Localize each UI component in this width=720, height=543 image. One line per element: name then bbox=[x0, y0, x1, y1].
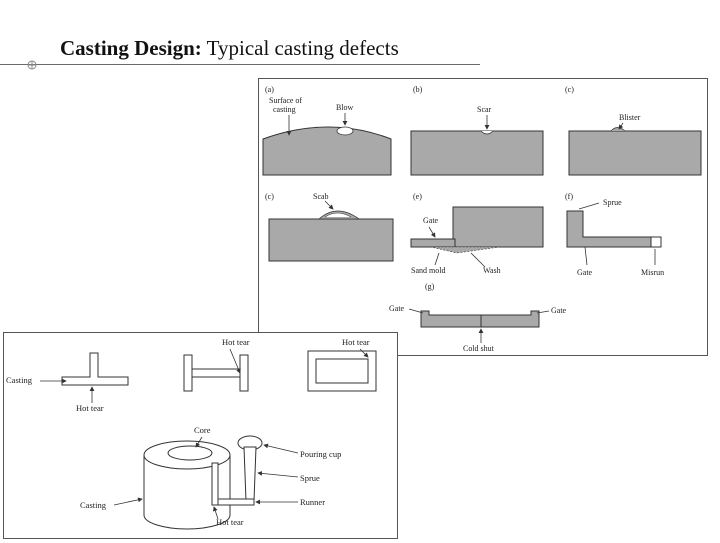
label-core: Core bbox=[194, 425, 211, 435]
panel-c-tag: (c) bbox=[565, 85, 574, 94]
panel-a-tag: (a) bbox=[265, 85, 274, 94]
blow-cavity bbox=[336, 126, 354, 136]
label-casting-a: casting bbox=[273, 105, 296, 114]
label-hot-tear-4: Hot tear bbox=[216, 517, 244, 527]
gate-g-right-pointer bbox=[536, 310, 550, 314]
label-casting-left: Casting bbox=[6, 375, 33, 385]
gate-connector bbox=[211, 462, 219, 506]
title-bold: Casting Design: bbox=[60, 36, 202, 60]
frame-inner bbox=[315, 358, 369, 384]
hot-tear-4-pointer bbox=[212, 506, 219, 520]
gate-e-pointer bbox=[428, 226, 436, 238]
label-scar: Scar bbox=[477, 105, 492, 114]
i-beam-right-flange bbox=[239, 354, 249, 392]
label-gate-g-right: Gate bbox=[551, 306, 567, 315]
label-runner: Runner bbox=[300, 497, 325, 507]
label-pouring-cup: Pouring cup bbox=[300, 449, 341, 459]
defects-figure-top: (a) Surface of casting Blow (b) Scar (c)… bbox=[258, 78, 708, 356]
label-casting-bottom: Casting bbox=[80, 500, 107, 510]
blister-casting-shape bbox=[568, 130, 702, 176]
casting-bottom-pointer bbox=[113, 497, 143, 506]
label-cold-shut: Cold shut bbox=[463, 344, 495, 353]
gate-g-left-pointer bbox=[408, 308, 424, 314]
i-beam-web bbox=[191, 368, 241, 378]
t-junction-casting bbox=[61, 352, 129, 386]
wash-erosion bbox=[430, 246, 500, 254]
sand-mold-pointer bbox=[434, 252, 440, 266]
cylinder-bottom-edge bbox=[143, 514, 231, 530]
label-hot-tear-1: Hot tear bbox=[76, 403, 104, 413]
label-gate-e: Gate bbox=[423, 216, 439, 225]
label-scab: Scab bbox=[313, 192, 329, 201]
core-pointer bbox=[195, 436, 203, 448]
label-hot-tear-2: Hot tear bbox=[222, 337, 250, 347]
label-blister: Blister bbox=[619, 113, 641, 122]
bullet-marker-icon bbox=[27, 60, 37, 70]
runner-shape bbox=[217, 498, 255, 506]
title-underline bbox=[0, 64, 480, 65]
scab-casting-shape bbox=[268, 218, 394, 262]
cold-shut-casting-shape bbox=[420, 310, 540, 328]
i-beam-left-flange bbox=[183, 354, 193, 392]
panel-e-tag: (e) bbox=[413, 192, 422, 201]
wash-gate bbox=[410, 238, 456, 248]
wash-pointer bbox=[470, 252, 486, 268]
label-hot-tear-3: Hot tear bbox=[342, 337, 370, 347]
panel-f-tag: (f) bbox=[565, 192, 573, 201]
core-hole bbox=[167, 445, 213, 461]
scar-notch bbox=[480, 130, 494, 135]
misrun-casting-shape bbox=[566, 210, 652, 248]
wash-casting-shape bbox=[452, 206, 544, 248]
misrun-unfilled bbox=[650, 236, 662, 248]
label-sprue-f: Sprue bbox=[603, 198, 622, 207]
title-rest: Typical casting defects bbox=[201, 36, 399, 60]
sprue-pointer bbox=[257, 471, 299, 478]
hot-tear-figure-bottom-svg: Casting Hot tear Hot tear Hot tear Core … bbox=[6, 337, 377, 530]
label-misrun: Misrun bbox=[641, 268, 664, 277]
label-wash: Wash bbox=[483, 266, 501, 275]
label-sand-mold: Sand mold bbox=[411, 266, 445, 275]
sprue-shape bbox=[243, 446, 257, 502]
label-gate-g-left: Gate bbox=[389, 304, 405, 313]
hot-tear-2-pointer bbox=[229, 348, 241, 374]
panel-d-tag: (c) bbox=[265, 192, 274, 201]
panel-g-tag: (g) bbox=[425, 282, 435, 291]
label-sprue: Sprue bbox=[300, 473, 320, 483]
label-blow: Blow bbox=[336, 103, 354, 112]
panel-b-tag: (b) bbox=[413, 85, 423, 94]
blow-casting-shape bbox=[262, 126, 392, 176]
sprue-f-pointer bbox=[578, 202, 600, 210]
scar-casting-shape bbox=[410, 130, 544, 176]
label-gate-f: Gate bbox=[577, 268, 593, 277]
scab-pointer bbox=[324, 200, 334, 210]
blister-pointer bbox=[618, 122, 624, 130]
blister-bump bbox=[610, 127, 626, 132]
hot-tear-3-pointer bbox=[359, 348, 369, 358]
scab-pocket bbox=[324, 212, 352, 218]
gate-f-pointer bbox=[584, 246, 588, 266]
label-surface-of: Surface of bbox=[269, 96, 302, 105]
pouring-cup-pointer bbox=[263, 443, 299, 454]
slide-title: Casting Design: Typical casting defects bbox=[60, 36, 399, 61]
defects-figure-top-svg: (a) Surface of casting Blow (b) Scar (c)… bbox=[262, 85, 702, 353]
hot-tear-figure-bottom: Casting Hot tear Hot tear Hot tear Core … bbox=[3, 332, 398, 539]
